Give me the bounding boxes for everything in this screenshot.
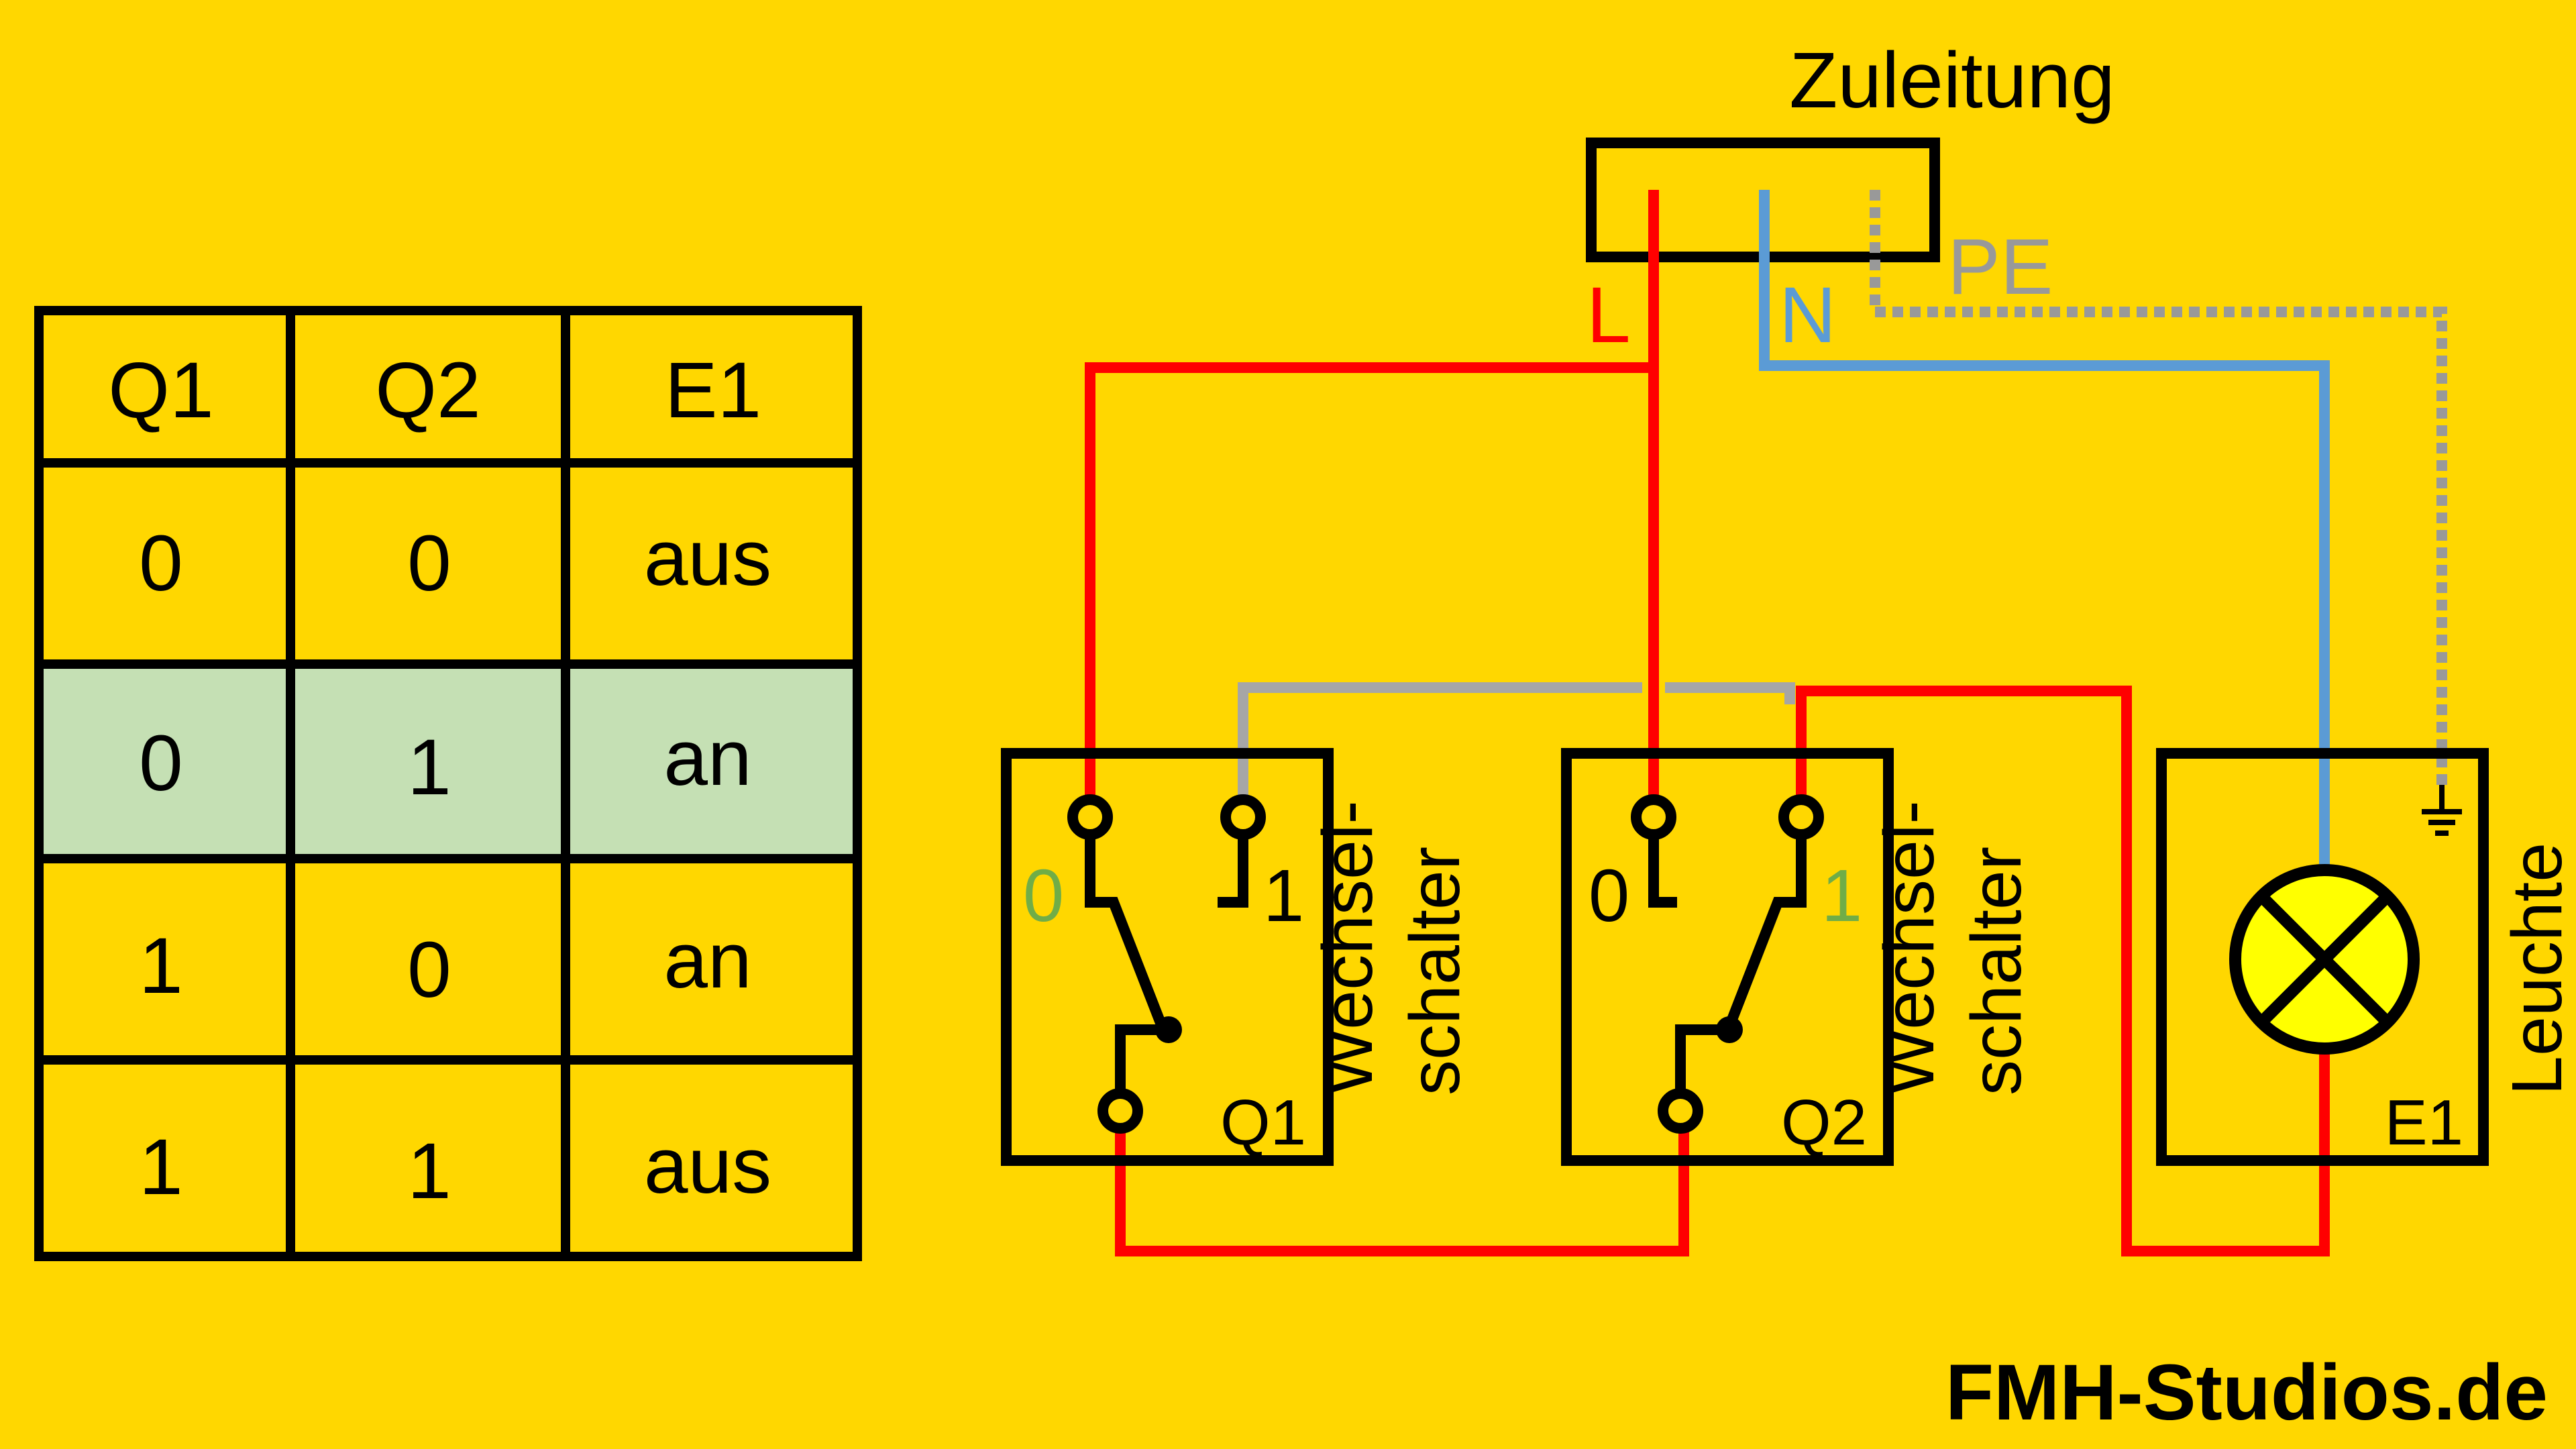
e1-tag: E1 <box>2385 1087 2463 1159</box>
table-cell: 0 <box>139 519 183 608</box>
table-cell: 0 <box>407 926 451 1014</box>
truth-table: Q1 Q2 E1 0 0 aus 0 1 an 1 0 an 1 1 aus <box>34 306 862 1261</box>
table-grid <box>34 306 862 1261</box>
q1-tag: Q1 <box>1220 1087 1306 1159</box>
table-header-q2: Q2 <box>375 346 480 435</box>
table-cell: an <box>663 916 751 1005</box>
supply-title: Zuleitung <box>1789 36 2114 125</box>
q2-terminal-0 <box>1631 794 1676 840</box>
table-cell: aus <box>644 1122 771 1210</box>
q1-terminal-common <box>1097 1088 1143 1134</box>
q1-pos0-label: 0 <box>1023 855 1064 937</box>
table-header-e1: E1 <box>665 346 761 435</box>
q1-terminal-0 <box>1067 794 1113 840</box>
label-n: N <box>1779 271 1836 360</box>
common-link-wire <box>1115 1114 1689 1256</box>
lamp-name: Leuchte <box>2498 843 2576 1095</box>
label-pe: PE <box>1947 223 2053 311</box>
table-cell: aus <box>644 514 771 602</box>
supply-terminal: Zuleitung <box>1586 36 2115 262</box>
table-cell: 1 <box>139 922 183 1010</box>
table-header-q1: Q1 <box>108 346 213 435</box>
lamp-e1: E1 Leuchte <box>2156 748 2576 1166</box>
q1-pos1-label: 1 <box>1263 855 1304 937</box>
q2-tag: Q2 <box>1781 1087 1867 1159</box>
earth-wire <box>1870 190 2447 785</box>
traveler-wire-segment <box>1665 682 1795 704</box>
switched-wire <box>1796 686 2330 1256</box>
q2-terminal-common <box>1658 1088 1703 1134</box>
neutral-wire <box>1759 190 2330 865</box>
q2-terminal-1 <box>1778 794 1824 840</box>
q2-pos0-label: 0 <box>1589 855 1629 937</box>
label-l: L <box>1587 271 1631 360</box>
table-cell: 0 <box>139 719 183 808</box>
traveler-wire <box>1238 682 1642 808</box>
q1-terminal-1 <box>1220 794 1266 840</box>
ground-icon <box>2422 785 2462 836</box>
table-cell: 1 <box>407 1127 451 1216</box>
table-cell: 0 <box>407 519 451 608</box>
q2-pos1-label: 1 <box>1821 855 1862 937</box>
q1-name-line2: schalter <box>1395 847 1474 1095</box>
phase-wire-branch <box>1085 362 1654 812</box>
q2-name-line1: Wechsel- <box>1870 800 1949 1095</box>
table-highlight-row <box>39 664 857 859</box>
table-cell: 1 <box>139 1123 183 1212</box>
switch-q1: 0 1 Q1 Wechsel- schalter <box>1001 748 1474 1166</box>
switch-q2: 0 1 Q2 Wechsel- schalter <box>1561 748 2036 1166</box>
table-cell: 1 <box>407 723 451 812</box>
q2-name-line2: schalter <box>1957 847 2036 1095</box>
brand-label: FMH-Studios.de <box>1945 1348 2548 1437</box>
q1-name-line1: Wechsel- <box>1308 800 1387 1095</box>
table-cell: an <box>663 714 751 802</box>
